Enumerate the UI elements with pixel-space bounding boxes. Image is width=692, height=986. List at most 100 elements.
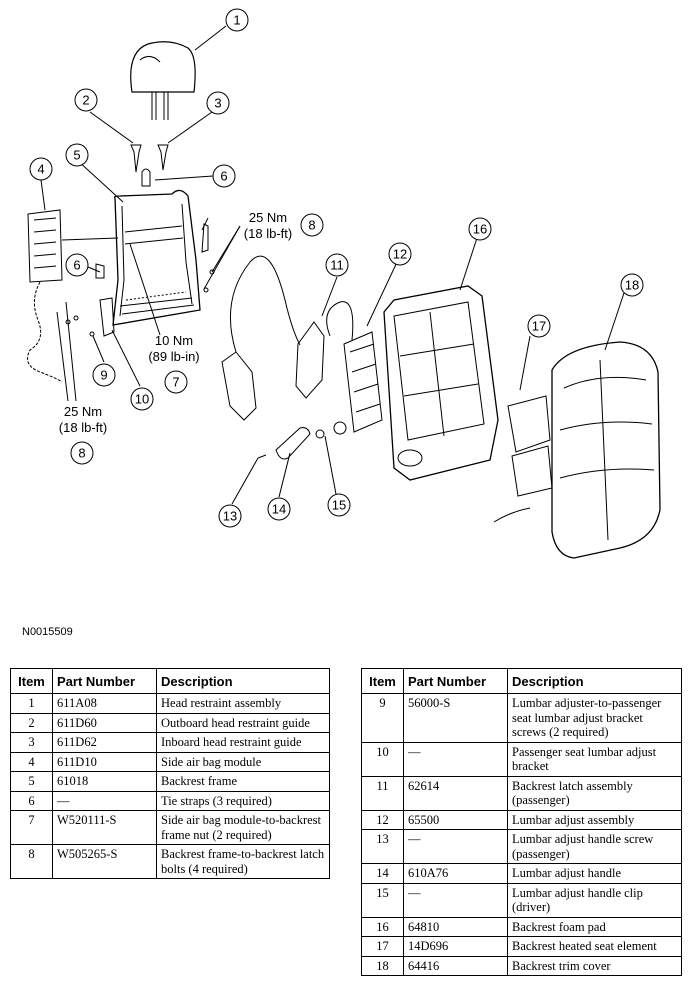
cell-item: 15 [361,882,404,918]
callout-8b [70,441,94,465]
callout-label: 1 [233,13,240,28]
callout-label: 9 [100,368,107,383]
header-item: Item [361,668,404,694]
cell-description: Side air bag module [156,751,330,772]
callout-5 [65,143,89,167]
callout-6b [65,253,89,277]
cell-item: 9 [361,693,404,743]
cell-part-number: — [403,882,508,918]
cell-part-number: 611D10 [52,751,157,772]
cell-description: Lumbar adjust handle [507,863,682,884]
callout-13 [218,504,242,528]
callout-label: 2 [82,93,89,108]
header-description: Description [507,668,682,694]
torque-value: 25 Nm [249,210,287,225]
cell-part-number: 64810 [403,916,508,937]
callout-label: 18 [625,278,639,293]
callout-label: 3 [214,96,221,111]
callout-11 [325,253,349,277]
cell-item: 12 [361,809,404,830]
cell-item: 7 [10,810,53,845]
callout-3 [206,91,230,115]
callout-label: 6 [220,169,227,184]
cell-part-number: 611D60 [52,712,157,733]
cell-item: 1 [10,693,53,714]
torque-value: 10 Nm [155,333,193,348]
header-description: Description [156,668,330,694]
callout-label: 7 [172,375,179,390]
cell-part-number: 61018 [52,771,157,792]
exploded-diagram: 1 2 3 4 5 6 6 8 8 9 10 7 11 12 13 14 15 … [27,8,661,559]
callout-15 [327,493,351,517]
callout-8a [300,213,324,237]
torque-value-alt: (18 lb-ft) [244,226,292,241]
cell-description: Backrest frame [156,771,330,792]
callout-label: 5 [73,148,80,163]
cell-part-number: W505265-S [52,844,157,879]
callout-17 [527,314,551,338]
cell-description: Head restraint assembly [156,693,330,714]
callout-label: 8 [308,218,315,233]
cell-part-number: 56000-S [403,693,508,743]
cell-item: 10 [361,741,404,777]
callout-label: 17 [532,319,546,334]
cell-description: Backrest heated seat element [507,936,682,957]
callout-1 [225,8,249,32]
table-row: 13—Lumbar adjust handle screw (passenger… [361,829,682,864]
cell-part-number: 14D696 [403,936,508,957]
callout-label: 15 [332,498,346,513]
cell-part-number: 65500 [403,809,508,830]
cell-part-number: — [403,829,508,864]
cell-item: 13 [361,829,404,864]
callout-2 [74,88,98,112]
callout-18 [620,273,644,297]
callout-label: 4 [37,162,44,177]
cell-description: Backrest frame-to-backrest latch bolts (… [156,844,330,879]
cell-item: 3 [10,732,53,753]
callout-9 [92,363,116,387]
cell-part-number: — [52,790,157,811]
cell-description: Backrest latch assembly (passenger) [507,775,682,811]
callout-10 [130,387,154,411]
cell-description: Backrest trim cover [507,955,682,976]
callout-6a [212,164,236,188]
callout-14 [267,497,291,521]
cell-description: Tie straps (3 required) [156,790,330,811]
header-part-number: Part Number [52,668,157,694]
cell-description: Outboard head restraint guide [156,712,330,733]
cell-item: 2 [10,712,53,733]
table-header-row: Item Part Number Description [361,668,682,694]
callout-label: 6 [73,258,80,273]
callout-7 [164,370,188,394]
cell-part-number: 611A08 [52,693,157,714]
cell-part-number: 611D62 [52,732,157,753]
table-row: 10—Passenger seat lumbar adjust bracket [361,741,682,777]
cell-part-number: 62614 [403,775,508,811]
figure-id: N0015509 [22,626,73,638]
cell-item: 11 [361,775,404,811]
cell-item: 14 [361,863,404,884]
cell-item: 18 [361,955,404,976]
cell-description: Lumbar adjust handle screw (passenger) [507,829,682,864]
callout-label: 10 [135,392,149,407]
cell-part-number: — [403,741,508,777]
table-row: 15—Lumbar adjust handle clip (driver) [361,882,682,918]
cell-description: Lumbar adjust handle clip (driver) [507,882,682,918]
cell-description: Backrest foam pad [507,916,682,937]
cell-part-number: 610A76 [403,863,508,884]
callout-12 [388,242,412,266]
header-item: Item [10,668,53,694]
cell-description: Passenger seat lumbar adjust bracket [507,741,682,777]
torque-value: 25 Nm [64,404,102,419]
